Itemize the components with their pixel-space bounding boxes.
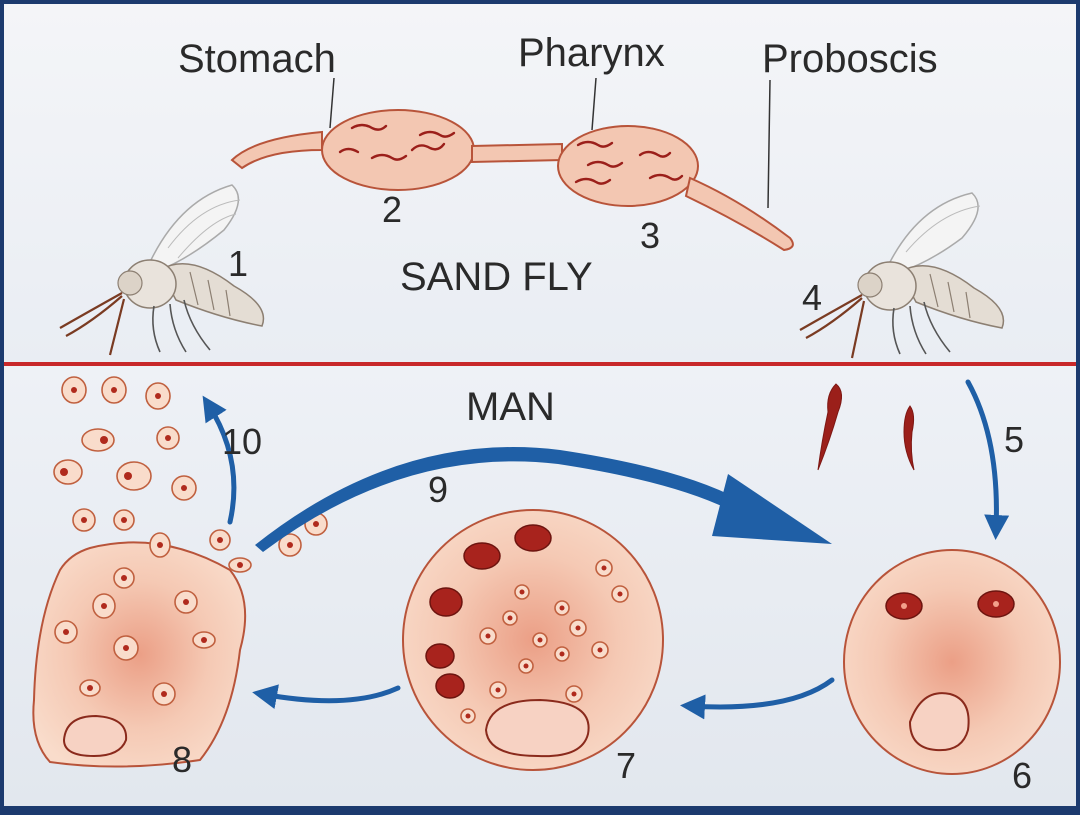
- divider-line: [4, 362, 1076, 366]
- label-pharynx: Pharynx: [518, 31, 665, 75]
- sandfly-left-illustration: [59, 184, 265, 356]
- arrow-step-10: [202, 395, 237, 525]
- connecting-duct: [471, 142, 563, 164]
- arrow-step-9: [255, 447, 832, 552]
- step-4: 4: [802, 277, 822, 318]
- arrow-6-to-7: [680, 677, 835, 720]
- label-man: MAN: [466, 385, 555, 429]
- amastigote-nuclei: [60, 387, 623, 719]
- sandfly-right-illustration: [799, 192, 1005, 359]
- proboscis-tube: [684, 176, 794, 252]
- leader-lines: [329, 77, 771, 209]
- cycle-arrows: [202, 379, 1010, 720]
- label-sand-fly: SAND FLY: [400, 255, 593, 299]
- step-1: 1: [228, 243, 248, 284]
- label-stomach: Stomach: [178, 37, 336, 81]
- step-numbers: 1 2 3 4 5 6 7 8 9 10: [172, 189, 1032, 796]
- step-2: 2: [382, 189, 402, 230]
- step-8: 8: [172, 739, 192, 780]
- step-3: 3: [640, 215, 660, 256]
- step-9: 9: [428, 469, 448, 510]
- pharynx-chamber: [557, 125, 699, 207]
- step-5: 5: [1004, 419, 1024, 460]
- promastigotes-in-gut: [338, 123, 684, 185]
- amastigotes: [53, 376, 629, 724]
- promastigotes-free: [817, 383, 915, 471]
- step-7: 7: [616, 745, 636, 786]
- digestive-tract: [230, 109, 794, 252]
- step-6: 6: [1012, 755, 1032, 796]
- step-10: 10: [222, 421, 262, 462]
- ruptured-cell-8: [32, 541, 247, 768]
- label-proboscis: Proboscis: [762, 37, 938, 81]
- macrophage-cell-6: [843, 549, 1061, 775]
- arrow-7-to-8: [252, 684, 401, 709]
- arrow-step-5: [965, 379, 1010, 540]
